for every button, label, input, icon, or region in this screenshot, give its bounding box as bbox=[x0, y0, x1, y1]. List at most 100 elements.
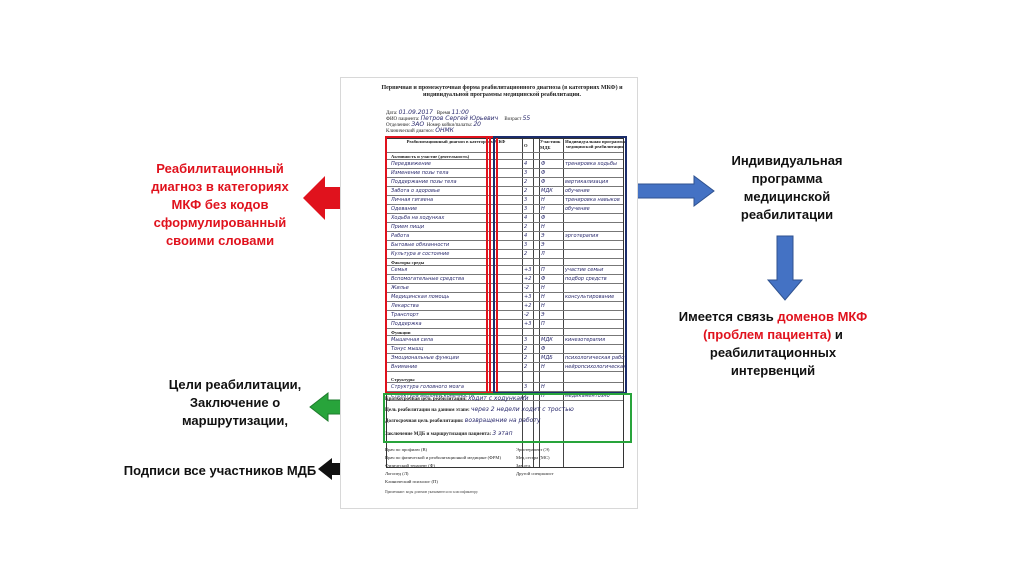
cell-plan: вертикализация bbox=[565, 179, 609, 185]
table-section-header: Факторы среды bbox=[387, 259, 623, 266]
goal-stage: Цель реабилитации на данном этапе: через… bbox=[385, 406, 574, 414]
cell-m: Э bbox=[541, 233, 545, 239]
cell-o: 3 bbox=[524, 337, 528, 343]
cell-o: 2 bbox=[524, 179, 528, 185]
cell-plan: кинезотерапия bbox=[565, 337, 606, 343]
signature-role: Физический терапевт (Ф) bbox=[385, 463, 435, 468]
cell-o: 2 bbox=[524, 251, 528, 257]
cell-diag: Одевание bbox=[391, 206, 418, 212]
cell-o: +3 bbox=[524, 294, 532, 300]
cell-diag: Тонус мышц bbox=[391, 346, 424, 352]
section-label: Факторы среды bbox=[391, 260, 425, 265]
cell-m: П bbox=[541, 321, 545, 327]
cell-m: Э bbox=[541, 312, 545, 318]
link-callout-post: и реабилитационных интервенций bbox=[709, 327, 843, 378]
cell-o: 4 bbox=[524, 161, 528, 167]
table-header: Реабилитационный диагноз в категориях МК… bbox=[387, 139, 625, 153]
form-title: Первичная и промежуточная форма реабилит… bbox=[381, 85, 623, 98]
cell-o: +3 bbox=[524, 267, 532, 273]
cell-m: Н bbox=[541, 206, 545, 212]
table-row: Жилье -2 Н bbox=[387, 284, 623, 293]
cell-diag: Прием пищи bbox=[391, 224, 425, 230]
cell-o: -2 bbox=[524, 285, 529, 291]
cell-diag: Личная гигиена bbox=[391, 197, 434, 203]
cell-diag: Жилье bbox=[391, 285, 409, 291]
field-department: Отделение: ЗАО Номер койки/палаты: 20 bbox=[386, 121, 481, 129]
signature-role: Врач по профилю (В) bbox=[385, 447, 428, 452]
cell-o: 3 bbox=[524, 170, 528, 176]
rehab-table: Реабилитационный диагноз в категориях МК… bbox=[386, 138, 625, 468]
cell-diag: Медицинская помощь bbox=[391, 294, 450, 300]
signature-role: Другой специалист bbox=[516, 471, 554, 476]
cell-o: 4 bbox=[524, 215, 528, 221]
cell-m: Ф bbox=[541, 170, 546, 176]
cell-diag: Структура верхней конечности bbox=[391, 393, 475, 399]
section-label: Структуры bbox=[391, 377, 415, 382]
cell-m: Н bbox=[541, 285, 545, 291]
cell-m: Ф bbox=[541, 161, 546, 167]
cell-m: Н bbox=[541, 197, 545, 203]
section-label: Активность и участие (деятельность) bbox=[391, 154, 470, 159]
goal-short: Краткосрочная цель реабилитации: ходит с… bbox=[385, 395, 529, 403]
cell-m: Ф bbox=[541, 215, 546, 221]
cell-plan: участие семьи bbox=[565, 267, 604, 273]
table-section-header: Структуры bbox=[387, 376, 623, 383]
cell-diag: Поддержка bbox=[391, 321, 422, 327]
cell-m: Н bbox=[541, 384, 545, 390]
cell-plan: психологическая работа bbox=[565, 355, 625, 361]
cell-m: Э bbox=[541, 242, 545, 248]
cell-diag: Передвижение bbox=[391, 161, 431, 167]
cell-m: МДК bbox=[541, 337, 553, 343]
signature-role: Логопед (Л) bbox=[385, 471, 409, 476]
cell-m: П bbox=[541, 267, 545, 273]
cell-m: Н bbox=[541, 303, 545, 309]
cell-diag: Внимание bbox=[391, 364, 418, 370]
cell-diag: Забота о здоровье bbox=[391, 188, 441, 194]
cell-plan: подбор средств bbox=[565, 276, 607, 282]
blue-arrow-down-icon bbox=[766, 235, 804, 301]
cell-m: Л bbox=[541, 251, 545, 257]
cell-o: 3 bbox=[524, 206, 528, 212]
cell-diag: Изменение позы тела bbox=[391, 170, 449, 176]
cell-m: Ф bbox=[541, 276, 546, 282]
cell-plan: нейропсихологическая работа bbox=[565, 364, 625, 370]
diagnosis-frame bbox=[385, 136, 491, 394]
table-row: Ходьба на ходунках 4 Ф bbox=[387, 214, 623, 223]
cell-plan: обучение bbox=[565, 206, 590, 212]
cell-diag: Транспорт bbox=[391, 312, 419, 318]
table-section-header: Функции bbox=[387, 329, 623, 336]
cell-diag: Лекарства bbox=[391, 303, 419, 309]
program-callout: Индивидуальная программа медицинской реа… bbox=[731, 153, 843, 222]
cell-m: Н bbox=[541, 393, 545, 399]
cell-m: МДБ bbox=[541, 355, 553, 361]
cell-diag: Бытовые обязанности bbox=[391, 242, 450, 248]
table-section-header: Активность и участие (деятельность) bbox=[387, 153, 623, 160]
cell-o: 2 bbox=[524, 393, 528, 399]
cell-o: 2 bbox=[524, 188, 528, 194]
cell-diag: Поддержание позы тела bbox=[391, 179, 457, 185]
cell-o: 2 bbox=[524, 346, 528, 352]
cell-o: 2 bbox=[524, 364, 528, 370]
signatures-callout: Подписи все участников МДБ bbox=[123, 463, 317, 478]
signature-role: Мед.сестра (МС) bbox=[516, 455, 550, 460]
cell-diag: Ходьба на ходунках bbox=[391, 215, 445, 221]
cell-diag: Семья bbox=[391, 267, 408, 273]
form-footnote: Примечание: коды доменов указываются по … bbox=[385, 490, 479, 494]
cell-o: +3 bbox=[524, 321, 532, 327]
cell-plan: тренировка навыков bbox=[565, 197, 620, 203]
section-label: Функции bbox=[391, 330, 411, 335]
table-row: Изменение позы тела 3 Ф bbox=[387, 169, 623, 178]
cell-diag: Эмоциональные функции bbox=[391, 355, 459, 361]
